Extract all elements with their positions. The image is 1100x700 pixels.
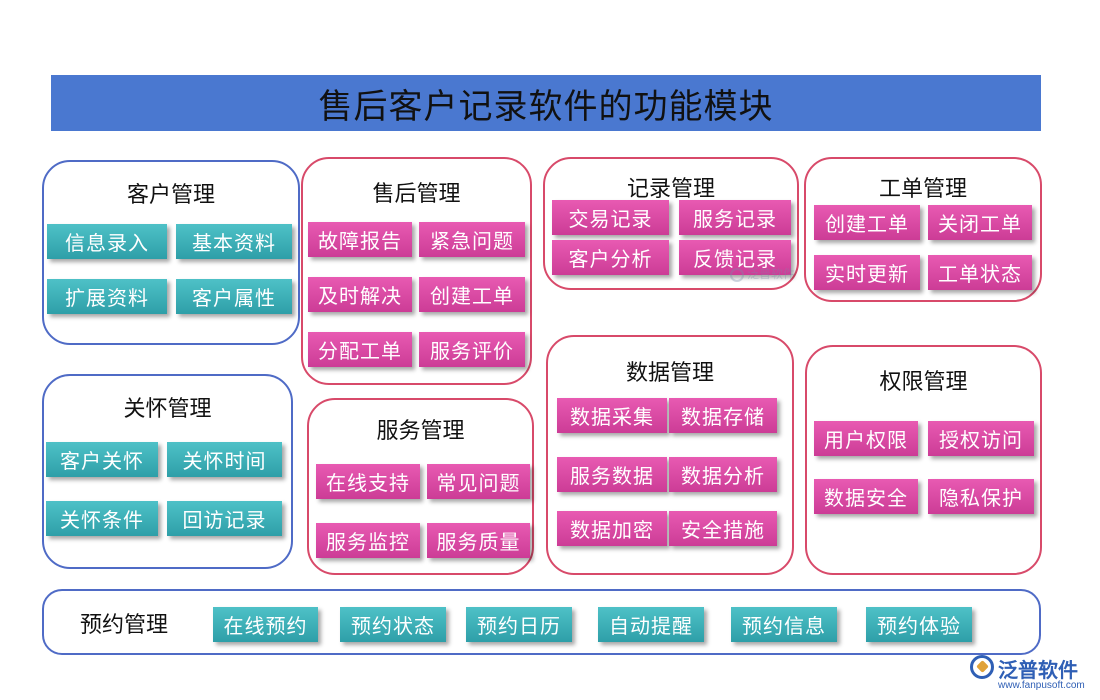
brand-name: 泛普软件 [998,658,1078,682]
brand-url: www.fanpusoft.com [998,680,1085,691]
title-banner: 售后客户记录软件的功能模块 [51,75,1041,131]
chip-work-order-status[interactable]: 工单状态 [928,255,1032,290]
group-permissions: 权限管理 [805,345,1042,575]
brand-logo: 泛普软件 www.fanpusoft.com [968,653,1093,693]
chip-service-quality[interactable]: 服务质量 [427,523,530,558]
group-title: 权限管理 [879,370,968,395]
group-title: 记录管理 [626,177,715,202]
chip-timely-resolve[interactable]: 及时解决 [308,277,412,312]
chip-service-records[interactable]: 服务记录 [679,200,791,235]
chip-create-ticket[interactable]: 创建工单 [419,277,525,312]
chip-data-encryption[interactable]: 数据加密 [557,511,667,546]
chip-auto-reminder[interactable]: 自动提醒 [598,607,704,642]
group-title: 服务管理 [376,419,465,444]
chip-user-permissions[interactable]: 用户权限 [814,421,918,456]
chip-fault-report[interactable]: 故障报告 [308,222,412,257]
chip-booking-info[interactable]: 预约信息 [731,607,837,642]
chip-customer-analysis[interactable]: 客户分析 [552,240,669,275]
watermark: 泛普软件 [730,265,795,282]
chip-care-conditions[interactable]: 关怀条件 [46,501,158,536]
chip-data-storage[interactable]: 数据存储 [669,398,777,433]
watermark-text: 泛普软件 [747,267,796,281]
chip-booking-status[interactable]: 预约状态 [340,607,446,642]
chip-extended-info[interactable]: 扩展资料 [47,279,167,314]
group-title: 客户管理 [126,183,215,208]
group-title: 预约管理 [80,613,169,638]
chip-assign-ticket[interactable]: 分配工单 [308,332,412,367]
chip-data-collection[interactable]: 数据采集 [557,398,667,433]
chip-data-security[interactable]: 数据安全 [814,479,918,514]
chip-info-entry[interactable]: 信息录入 [47,224,167,259]
chip-basic-info[interactable]: 基本资料 [176,224,292,259]
chip-privacy-protection[interactable]: 隐私保护 [928,479,1034,514]
chip-faq[interactable]: 常见问题 [427,464,530,499]
chip-authorized-access[interactable]: 授权访问 [928,421,1034,456]
chip-customer-attributes[interactable]: 客户属性 [176,279,292,314]
chip-data-analysis[interactable]: 数据分析 [669,457,777,492]
chip-customer-care[interactable]: 客户关怀 [46,442,158,477]
brand-logo-icon [970,655,994,679]
chip-service-monitoring[interactable]: 服务监控 [316,523,420,558]
chip-create-work-order[interactable]: 创建工单 [814,205,920,240]
group-title: 关怀管理 [123,397,212,422]
chip-realtime-update[interactable]: 实时更新 [814,255,920,290]
chip-online-support[interactable]: 在线支持 [316,464,420,499]
chip-booking-experience[interactable]: 预约体验 [866,607,972,642]
chip-feedback-records[interactable]: 反馈记录 [679,240,791,275]
chip-security-measures[interactable]: 安全措施 [669,511,777,546]
chip-online-booking[interactable]: 在线预约 [213,607,318,642]
chip-urgent-issue[interactable]: 紧急问题 [419,222,525,257]
chip-service-data[interactable]: 服务数据 [557,457,667,492]
chip-booking-calendar[interactable]: 预约日历 [466,607,572,642]
chip-revisit-records[interactable]: 回访记录 [167,501,282,536]
page-title: 售后客户记录软件的功能模块 [318,86,774,127]
chip-close-work-order[interactable]: 关闭工单 [928,205,1032,240]
chip-service-rating[interactable]: 服务评价 [419,332,525,367]
chip-transaction-records[interactable]: 交易记录 [552,200,669,235]
chip-care-time[interactable]: 关怀时间 [167,442,282,477]
watermark-logo-icon [730,267,744,282]
group-title: 售后管理 [372,182,461,207]
group-title: 数据管理 [625,361,714,386]
group-title: 工单管理 [878,177,967,202]
